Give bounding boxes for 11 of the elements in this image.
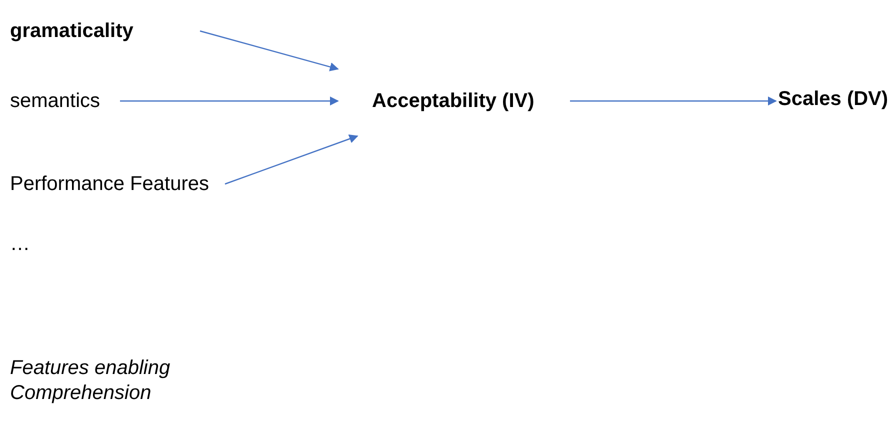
note-text: Features enabling Comprehension bbox=[10, 356, 172, 406]
node-text: semantics bbox=[10, 89, 102, 113]
arrow bbox=[570, 96, 777, 106]
arrow bbox=[200, 30, 339, 72]
node-text: Performance Features bbox=[10, 172, 210, 196]
node-text: Acceptability (IV) bbox=[372, 89, 536, 113]
node-text: Scales (DV) bbox=[778, 87, 890, 111]
arrow bbox=[120, 96, 339, 106]
node-text: gramaticality bbox=[10, 19, 134, 43]
arrow bbox=[224, 134, 358, 185]
ellipsis: … bbox=[10, 232, 31, 257]
